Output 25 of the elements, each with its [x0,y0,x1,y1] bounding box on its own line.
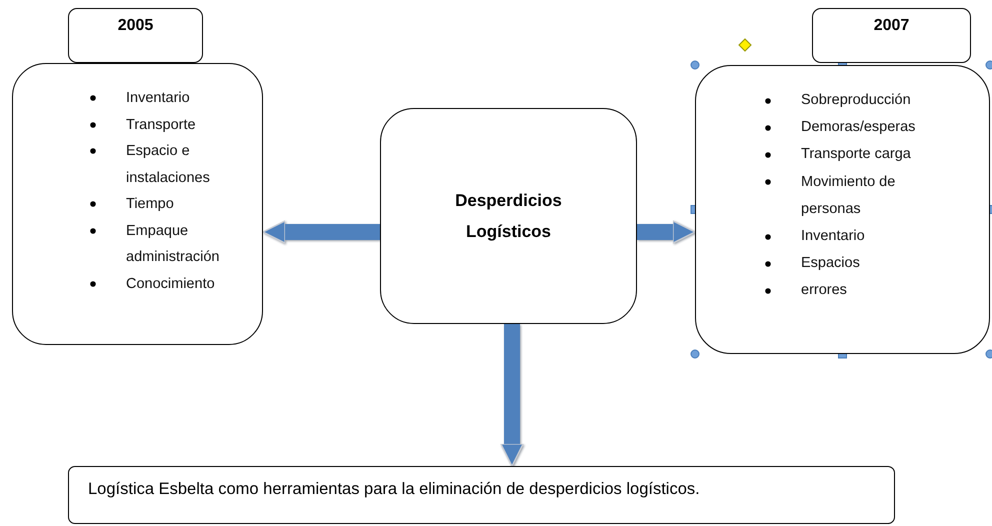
topic-title: Desperdicios Logísticos [454,190,563,243]
list-item: Demoras/esperas [801,119,916,136]
year-box [68,8,203,63]
block-arrow [637,220,696,244]
list-item: Movimiento de personas [801,174,896,217]
block-arrow [262,220,380,244]
waste-list-box [12,63,263,345]
year-label: 2005 [116,17,154,35]
list-item: Conocimiento [126,276,215,292]
year-label: 2007 [872,17,910,35]
list-item: Transporte [126,116,196,132]
year-box [812,8,971,63]
list-item: Espacio e instalaciones [126,143,210,186]
list-item: Sobreproducción [801,92,911,108]
list-item: Empaque administración [126,222,220,265]
list-item: Inventario [801,228,865,244]
list-item: Espacios [801,255,860,272]
conclusion-text: Logística Esbelta como herramientas para la eliminación de desperdicios logísticos. [88,480,700,498]
list-item: Inventario [126,90,190,106]
topic-box [380,108,637,324]
conclusion-box [68,466,895,524]
list-item: Tiempo [126,196,174,212]
block-arrow [500,324,524,467]
list-item: errores [801,282,847,298]
list-item: Transporte carga [801,146,911,162]
